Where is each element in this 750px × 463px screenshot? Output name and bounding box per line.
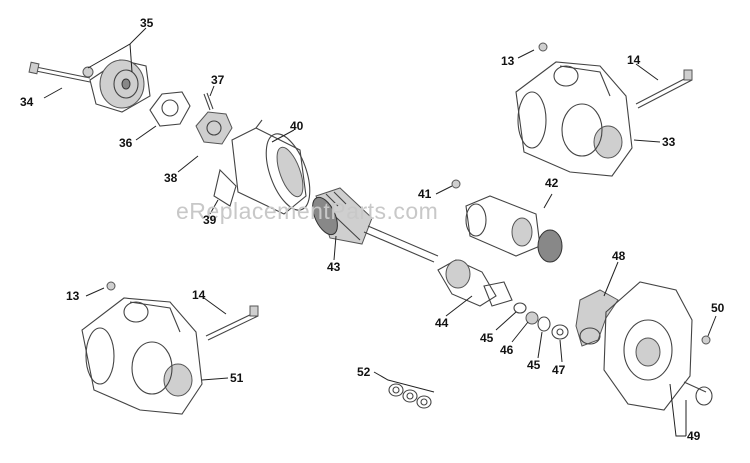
retainer-ring-45b xyxy=(537,316,551,332)
callout-40: 40 xyxy=(290,119,304,133)
armature-43 xyxy=(312,187,439,263)
callout-43: 43 xyxy=(327,260,341,274)
leader-lines xyxy=(43,27,717,437)
spring-37 xyxy=(203,92,214,111)
callout-35: 35 xyxy=(140,16,154,30)
callout-45-right: 45 xyxy=(527,358,541,372)
callout-46: 46 xyxy=(500,343,514,357)
callout-52: 52 xyxy=(357,365,371,379)
callout-36: 36 xyxy=(119,136,133,150)
callout-51: 51 xyxy=(230,371,244,385)
nut-50 xyxy=(701,335,711,345)
end-frame-35 xyxy=(82,59,151,113)
starter-assembly-33 xyxy=(515,42,693,177)
callout-38: 38 xyxy=(164,171,178,185)
callout-48: 48 xyxy=(612,249,626,263)
callout-45-left: 45 xyxy=(480,331,494,345)
callout-13-top: 13 xyxy=(501,54,515,68)
clip-46 xyxy=(525,311,539,325)
starter-assembly-51 xyxy=(81,281,259,415)
brush-plate-36 xyxy=(149,91,191,127)
callout-47: 47 xyxy=(552,363,566,377)
callout-13-bottom: 13 xyxy=(66,289,80,303)
washer-47 xyxy=(551,324,569,340)
callout-49: 49 xyxy=(687,429,701,443)
drive-housing-49 xyxy=(603,281,713,411)
callout-41: 41 xyxy=(418,187,432,201)
callout-42: 42 xyxy=(545,176,559,190)
through-bolt-34 xyxy=(28,61,91,83)
callout-50: 50 xyxy=(711,301,725,315)
watermark-text: eReplacementParts.com xyxy=(176,198,439,224)
callout-44: 44 xyxy=(435,316,449,330)
callout-34: 34 xyxy=(20,95,34,109)
solenoid-42 xyxy=(465,195,563,263)
washer-set-52 xyxy=(388,383,432,409)
retainer-ring-45a xyxy=(513,302,527,314)
callout-14-top: 14 xyxy=(627,53,641,67)
callout-37: 37 xyxy=(211,73,225,87)
nut-41 xyxy=(451,179,461,189)
callout-33: 33 xyxy=(662,135,676,149)
drive-pinion-44 xyxy=(437,259,513,307)
brush-holder-38 xyxy=(195,111,233,145)
callout-14-bottom: 14 xyxy=(192,288,206,302)
callout-39: 39 xyxy=(203,213,217,227)
field-housing-40 xyxy=(213,119,311,215)
lever-48 xyxy=(575,289,619,347)
